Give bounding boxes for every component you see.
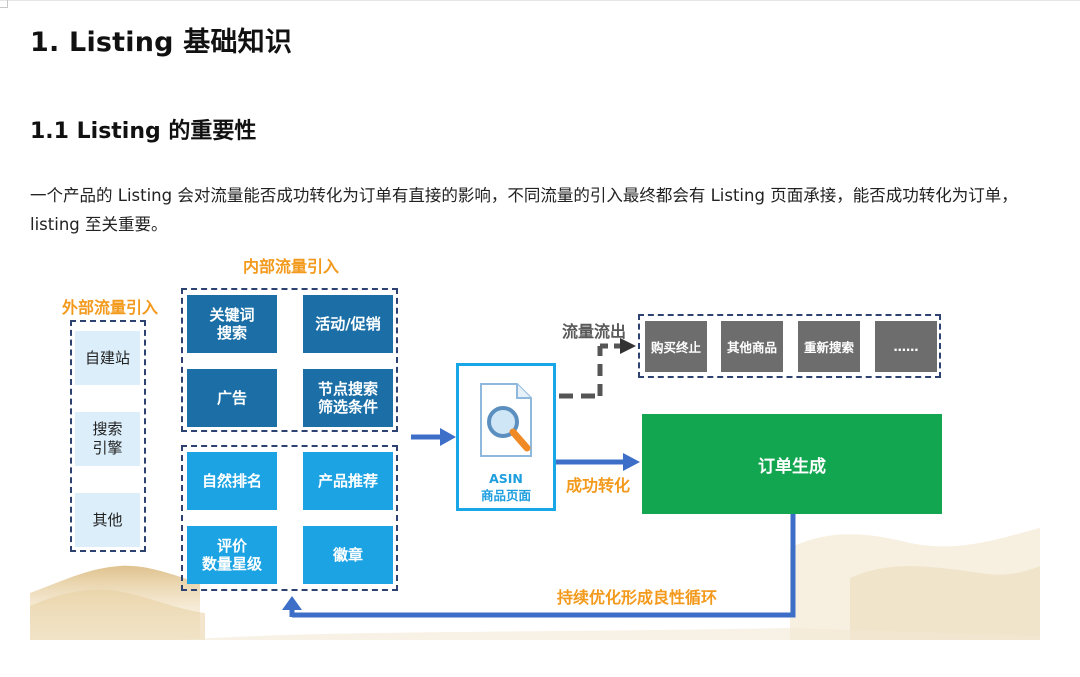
corner-mark <box>0 0 8 8</box>
internal-group-top <box>181 288 398 432</box>
body-paragraph: 一个产品的 Listing 会对流量能否成功转化为订单有直接的影响，不同流量的引… <box>30 186 1018 234</box>
top-border <box>0 0 1080 1</box>
external-traffic-group <box>70 320 146 552</box>
outflow-more: …… <box>875 321 937 372</box>
order-generated-box: 订单生成 <box>642 414 942 514</box>
outflow-purchase-stop: 购买终止 <box>645 321 707 372</box>
tile-badge: 徽章 <box>303 526 393 584</box>
outflow-other-products: 其他商品 <box>721 321 783 372</box>
external-traffic-title: 外部流量引入 <box>62 298 159 317</box>
external-item-site: 自建站 <box>75 331 140 385</box>
external-item-search-engine: 搜索 引擎 <box>75 412 140 466</box>
outflow-group <box>638 314 941 378</box>
page-title: 1. Listing 基础知识 <box>30 27 293 58</box>
tile-reviews-rating: 评价 数量星级 <box>187 526 277 584</box>
outflow-re-search: 重新搜索 <box>798 321 860 372</box>
section-heading: 1.1 Listing 的重要性 <box>30 119 257 144</box>
tile-organic-rank: 自然排名 <box>187 452 277 510</box>
tile-keyword-search: 关键词 搜索 <box>187 295 277 353</box>
asin-product-page: ASIN 商品页面 <box>456 363 556 511</box>
outflow-title: 流量流出 <box>562 322 627 341</box>
external-item-other: 其他 <box>75 493 140 547</box>
background-mountains <box>30 338 1040 640</box>
conversion-label: 成功转化 <box>566 476 631 495</box>
internal-group-bottom <box>181 445 398 591</box>
traffic-flow-diagram: 外部流量引入 自建站 搜索 引擎 其他 内部流量引入 关键词 搜索 活动/促销 … <box>30 248 1040 640</box>
tile-ads: 广告 <box>187 369 277 427</box>
loop-label: 持续优化形成良性循环 <box>557 588 718 607</box>
tile-promotion: 活动/促销 <box>303 295 393 353</box>
asin-label: ASIN 商品页面 <box>480 471 531 503</box>
tile-node-search-filter: 节点搜索 筛选条件 <box>303 369 393 427</box>
internal-traffic-title: 内部流量引入 <box>243 257 340 276</box>
tile-product-recommend: 产品推荐 <box>303 452 393 510</box>
document-search-icon <box>480 383 532 457</box>
